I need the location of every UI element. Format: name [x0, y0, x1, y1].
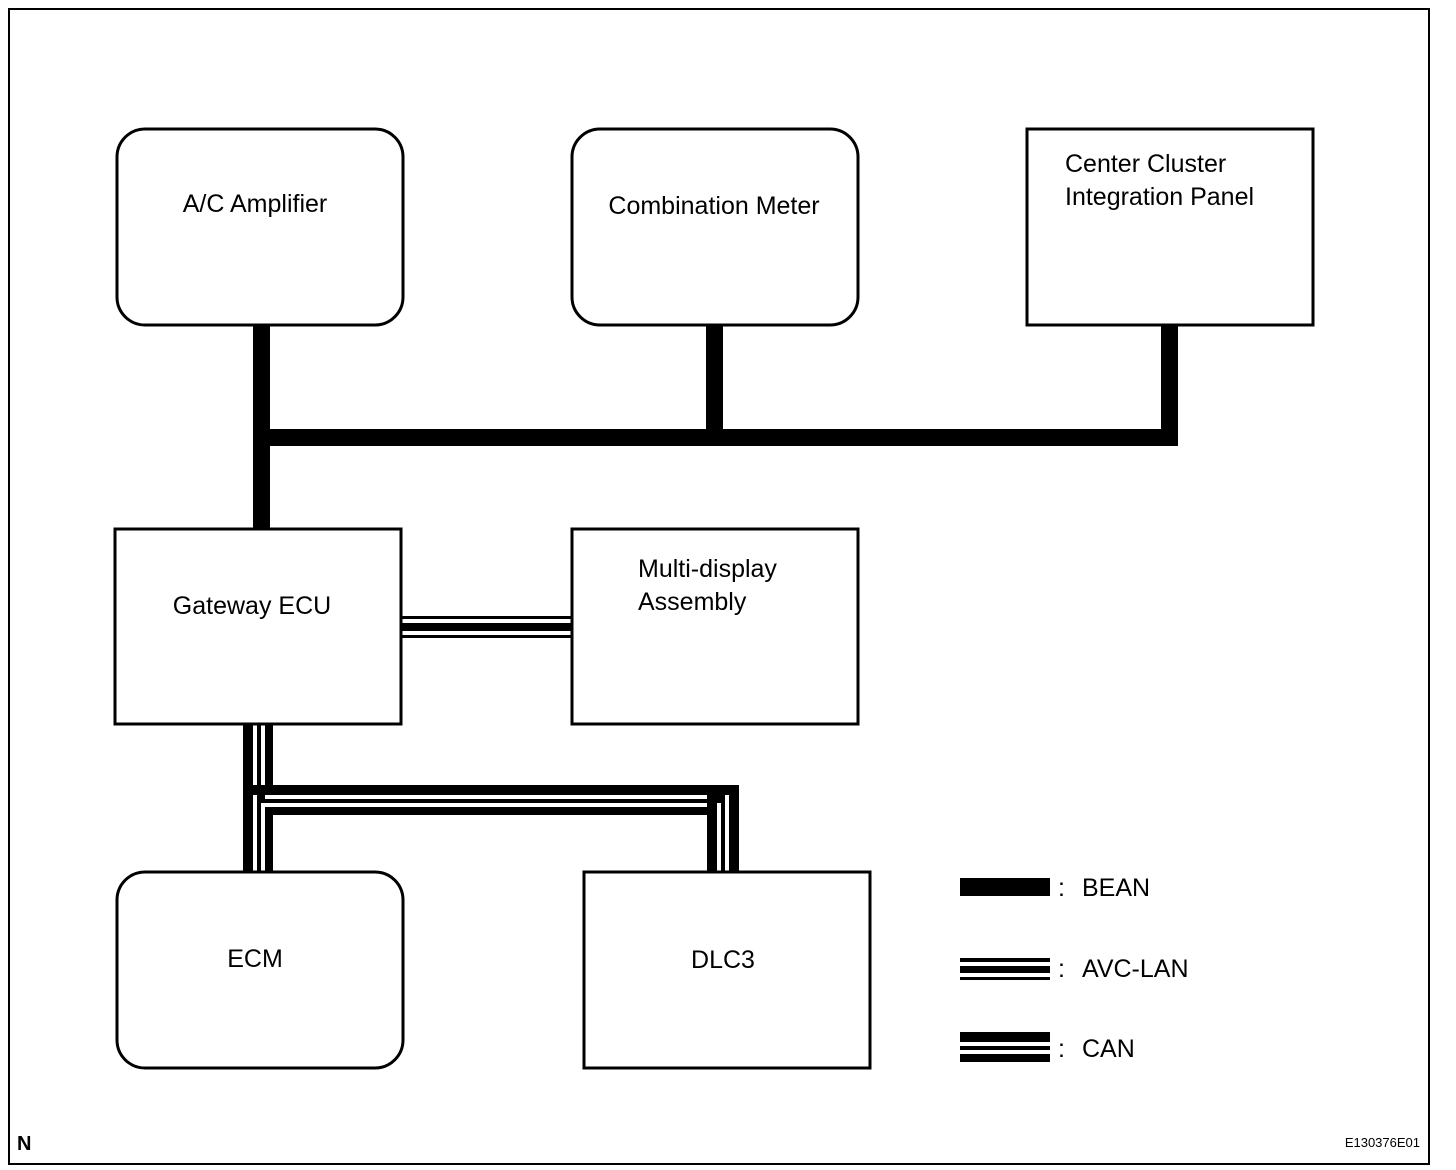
ac-amplifier-label: A/C Amplifier — [183, 190, 327, 218]
legend: : BEAN : AVC-LAN : CAN — [960, 874, 1189, 1063]
combination-meter-label: Combination Meter — [608, 192, 819, 220]
legend-can-swatch — [960, 1032, 1050, 1062]
multi-display-box — [570, 527, 860, 726]
can-lines — [243, 724, 739, 874]
legend-bean-separator: : — [1058, 874, 1065, 902]
figure-code: E130376E01 — [1345, 1135, 1420, 1150]
legend-avc-lan-label: AVC-LAN — [1082, 955, 1189, 983]
combination-meter-box — [570, 127, 860, 327]
multi-display-label-line2: Assembly — [638, 588, 747, 616]
ecm-label: ECM — [227, 945, 283, 973]
bean-line-ac-gateway — [253, 325, 270, 529]
gateway-ecu-box — [113, 527, 403, 726]
center-cluster-label-line1: Center Cluster — [1065, 150, 1226, 178]
legend-can-separator: : — [1058, 1035, 1065, 1063]
gateway-ecu-label: Gateway ECU — [173, 592, 331, 620]
legend-bean-label: BEAN — [1082, 874, 1150, 902]
bean-line-horizontal — [253, 429, 1178, 446]
corner-mark-left: N — [17, 1133, 31, 1155]
dlc3-box — [582, 870, 872, 1070]
bean-line-center-cluster — [1161, 325, 1178, 446]
bean-bus — [253, 325, 1178, 529]
bean-line-combination-meter — [706, 325, 723, 435]
center-cluster-label-line2: Integration Panel — [1065, 183, 1254, 211]
legend-avc-lan-swatch — [960, 958, 1050, 980]
legend-avc-lan-separator: : — [1058, 955, 1065, 983]
center-cluster-box — [1025, 127, 1315, 327]
legend-bean-swatch — [960, 878, 1050, 896]
legend-can-label: CAN — [1082, 1035, 1135, 1063]
diagram-frame — [8, 8, 1430, 1165]
ac-amplifier-box — [115, 127, 405, 327]
multi-display-label-line1: Multi-display — [638, 555, 777, 583]
dlc3-label: DLC3 — [691, 946, 755, 974]
ecm-box — [115, 870, 405, 1070]
avc-lan-line — [401, 616, 572, 638]
